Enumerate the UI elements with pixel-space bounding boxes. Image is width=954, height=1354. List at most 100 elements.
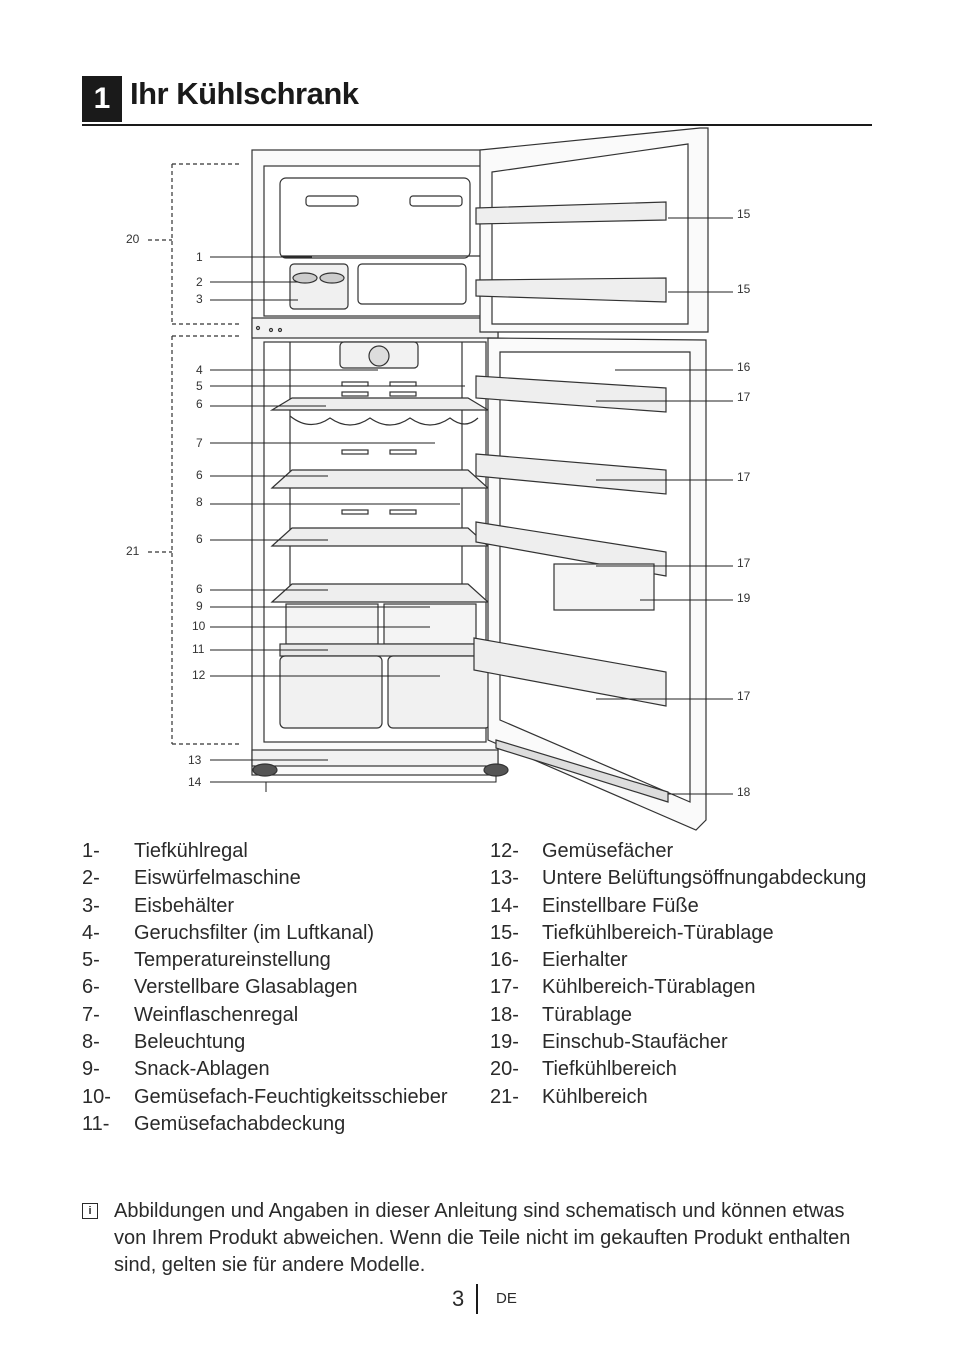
callout-label: 2 (196, 275, 203, 289)
fridge-illustration (148, 127, 733, 831)
footer-divider (476, 1284, 478, 1314)
callout-label: 5 (196, 379, 203, 393)
item-number: 19- (490, 1031, 519, 1054)
chapter-number-badge: 1 (82, 76, 122, 122)
language-code: DE (496, 1290, 517, 1307)
item-label: Temperatureinstellung (134, 949, 331, 972)
callout-label: 6 (196, 397, 203, 411)
callout-label: 6 (196, 582, 203, 596)
item-number: 2- (82, 867, 100, 890)
list-item: 9- Snack-Ablagen (82, 1056, 447, 1083)
callout-label: 17 (737, 470, 751, 484)
list-item: 20- Tiefkühlbereich (490, 1056, 866, 1083)
item-label: Gemüsefach-Feuchtigkeitsschieber (134, 1085, 448, 1108)
callout-label: 19 (737, 591, 751, 605)
page-number: 3 (452, 1286, 465, 1311)
item-number: 1- (82, 840, 100, 862)
list-item: 16- Eierhalter (490, 947, 866, 974)
item-label: Kühlbereich-Türablagen (542, 976, 756, 999)
item-number: 18- (490, 1003, 519, 1026)
page-footer: 3 DE (0, 1284, 954, 1316)
item-label: Einschub-Staufächer (542, 1031, 728, 1054)
list-item: 19- Einschub-Staufächer (490, 1029, 866, 1056)
item-label: Snack-Ablagen (134, 1058, 270, 1081)
item-label: Gemüsefachabdeckung (134, 1112, 346, 1135)
item-number: 13- (490, 867, 519, 890)
item-number: 4- (82, 921, 100, 944)
callout-label: 15 (737, 207, 751, 221)
item-label: Tiefkühlbereich-Türablage (542, 921, 774, 944)
item-number: 15- (490, 921, 519, 944)
list-item: 7- Weinflaschenregal (82, 1002, 447, 1029)
list-item: 18- Türablage (490, 1002, 866, 1029)
item-label: Tiefkühlregal (134, 840, 248, 862)
item-number: 16- (490, 949, 519, 972)
item-number: 20- (490, 1058, 519, 1081)
callout-label: 15 (737, 282, 751, 296)
item-label: Eisbehälter (134, 894, 235, 917)
callout-label: 6 (196, 468, 203, 482)
chapter-header: 1 Ihr Kühlschrank (82, 74, 872, 126)
list-item: 12- Gemüsefächer (490, 838, 866, 865)
list-item: 21- Kühlbereich (490, 1084, 866, 1111)
callout-label: 21 (126, 544, 140, 558)
item-number: 10- (82, 1085, 111, 1108)
page-title: Ihr Kühlschrank (130, 76, 359, 111)
list-item: 13- Untere Belüftungsöffnungabdeckung (490, 865, 866, 892)
item-label: Beleuchtung (134, 1031, 246, 1054)
list-item: 5- Temperatureinstellung (82, 947, 447, 974)
callout-label: 17 (737, 390, 751, 404)
parts-list-right: 12- Gemüsefächer 13- Untere Belüftungsöffn… (490, 838, 866, 1111)
list-item: 1- Tiefkühlregal (82, 838, 447, 865)
callout-label: 13 (188, 753, 202, 767)
callout-label: 11 (192, 642, 205, 656)
item-number: 12- (490, 840, 519, 862)
item-label: Türablage (542, 1003, 633, 1026)
item-number: 9- (82, 1058, 100, 1081)
item-label: Kühlbereich (542, 1085, 648, 1108)
list-item: 3- Eisbehälter (82, 893, 447, 920)
item-number: 3- (82, 894, 100, 917)
callout-label: 10 (192, 619, 206, 633)
list-item: 10- Gemüsefach-Feuchtigkeitsschieber (82, 1084, 447, 1111)
callout-label: 16 (737, 360, 751, 374)
item-number: 21- (490, 1085, 519, 1108)
callout-label: 3 (196, 292, 203, 306)
item-label: Verstellbare Glasablagen (134, 976, 358, 999)
callout-label: 9 (196, 599, 203, 613)
callout-label: 8 (196, 495, 203, 509)
item-label: Tiefkühlbereich (542, 1058, 677, 1081)
list-item: 14- Einstellbare Füße (490, 893, 866, 920)
item-number: 8- (82, 1031, 100, 1054)
list-item: 8- Beleuchtung (82, 1029, 447, 1056)
item-label: Eiswürfelmaschine (134, 867, 301, 890)
item-label: Einstellbare Füße (542, 894, 699, 917)
item-label: Untere Belüftungsöffnungabdeckung (542, 867, 867, 890)
item-label: Gemüsefächer (542, 840, 674, 862)
item-number: 17- (490, 976, 519, 999)
info-note: i Abbildungen und Angaben in dieser Anle… (82, 1198, 872, 1279)
callout-label: 17 (737, 689, 751, 703)
item-number: 5- (82, 949, 100, 972)
callout-label: 12 (192, 668, 206, 682)
callout-label: 14 (188, 775, 202, 789)
callout-label: 1 (196, 250, 203, 264)
item-number: 6- (82, 976, 100, 999)
item-number: 7- (82, 1003, 100, 1026)
list-item: 2- Eiswürfelmaschine (82, 865, 447, 892)
callout-label: 6 (196, 532, 203, 546)
callout-label: 7 (196, 436, 203, 450)
list-item: 6- Verstellbare Glasablagen (82, 974, 447, 1001)
item-label: Eierhalter (542, 949, 628, 972)
item-label: Weinflaschenregal (134, 1003, 299, 1026)
callout-label: 4 (196, 363, 203, 377)
parts-list-left: 1- Tiefkühlregal 2- Eiswürfelmaschine 3- Ei… (82, 838, 447, 1138)
note-text: Abbildungen und Angaben in dieser Anleit… (114, 1200, 851, 1276)
list-item: 17- Kühlbereich-Türablagen (490, 974, 866, 1001)
callout-label: 17 (737, 556, 751, 570)
item-number: 11- (82, 1112, 110, 1135)
fridge-diagram: 1 2 3 4 5 6 6 6 6 7 8 9 10 11 12 13 14 1… (0, 120, 954, 840)
callout-label: 18 (737, 785, 751, 799)
item-number: 14- (490, 894, 519, 917)
item-label: Geruchsfilter (im Luftkanal) (134, 921, 375, 944)
